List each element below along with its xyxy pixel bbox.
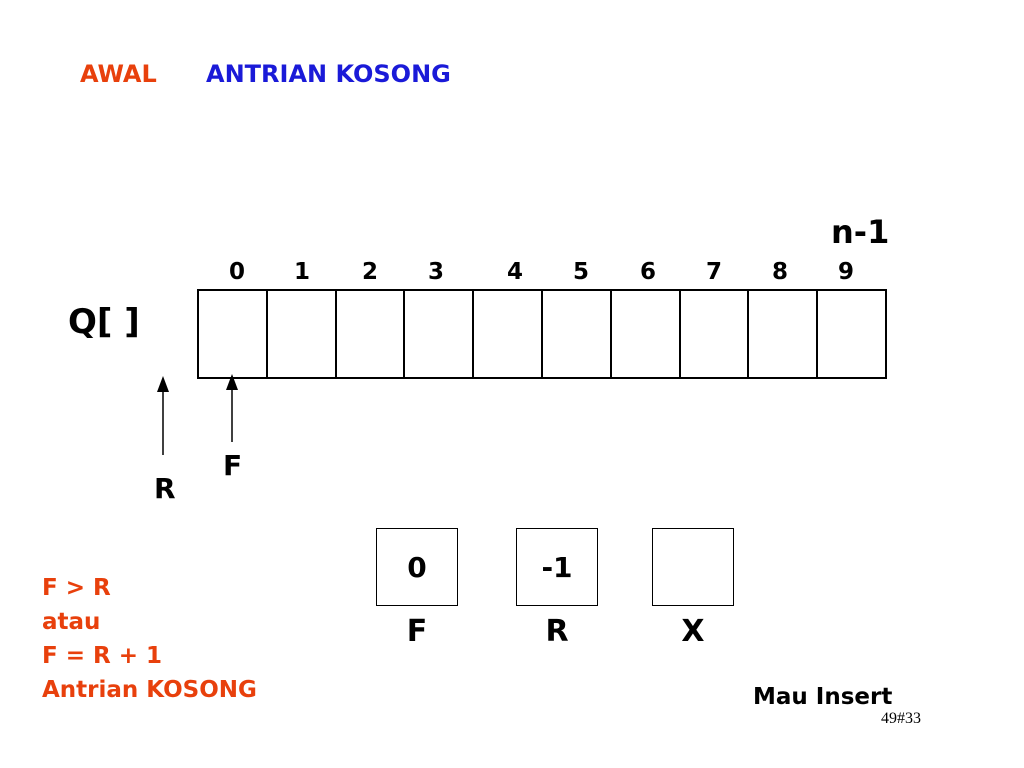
index-label: 3	[427, 259, 444, 285]
empty-condition-note: F > R atau F = R + 1 Antrian KOSONG	[42, 571, 257, 707]
array-cell	[681, 291, 750, 377]
f-pointer-label: F	[223, 449, 243, 482]
index-label: 5	[572, 259, 589, 285]
array-cell	[612, 291, 681, 377]
array-cell	[543, 291, 612, 377]
index-label: 6	[639, 259, 656, 285]
rear-variable-label: R	[545, 614, 569, 649]
array-cell	[405, 291, 475, 377]
queue-array	[197, 289, 887, 379]
array-cell	[818, 291, 887, 377]
front-value-box: 0	[376, 528, 458, 606]
f-pointer-arrow	[226, 374, 238, 442]
index-label: 4	[506, 259, 523, 285]
x-variable-label: X	[681, 614, 705, 649]
page-number: 49#33	[881, 710, 921, 727]
array-cell	[337, 291, 406, 377]
array-cell	[268, 291, 337, 377]
index-label: 1	[293, 259, 310, 285]
array-cell	[474, 291, 543, 377]
condition-line: atau	[42, 609, 101, 635]
r-pointer-label: R	[154, 472, 176, 505]
rear-value-box: -1	[516, 528, 598, 606]
r-pointer-arrow	[157, 376, 169, 455]
front-variable-label: F	[406, 614, 428, 649]
index-label: 2	[361, 259, 378, 285]
array-cell	[199, 291, 268, 377]
condition-line: F = R + 1	[42, 643, 162, 669]
last-index-label: n-1	[831, 213, 890, 251]
array-name-label: Q[ ]	[68, 302, 140, 342]
condition-line: Antrian KOSONG	[42, 677, 257, 703]
action-caption: Mau Insert	[753, 684, 893, 710]
index-label: 0	[228, 259, 245, 285]
title-antrian-kosong: ANTRIAN KOSONG	[206, 60, 451, 88]
index-label: 7	[705, 259, 722, 285]
index-label: 8	[771, 259, 788, 285]
title-awal: AWAL	[80, 60, 157, 88]
x-value-box	[652, 528, 734, 606]
condition-line: F > R	[42, 575, 111, 601]
array-cell	[749, 291, 819, 377]
index-label: 9	[837, 259, 854, 285]
